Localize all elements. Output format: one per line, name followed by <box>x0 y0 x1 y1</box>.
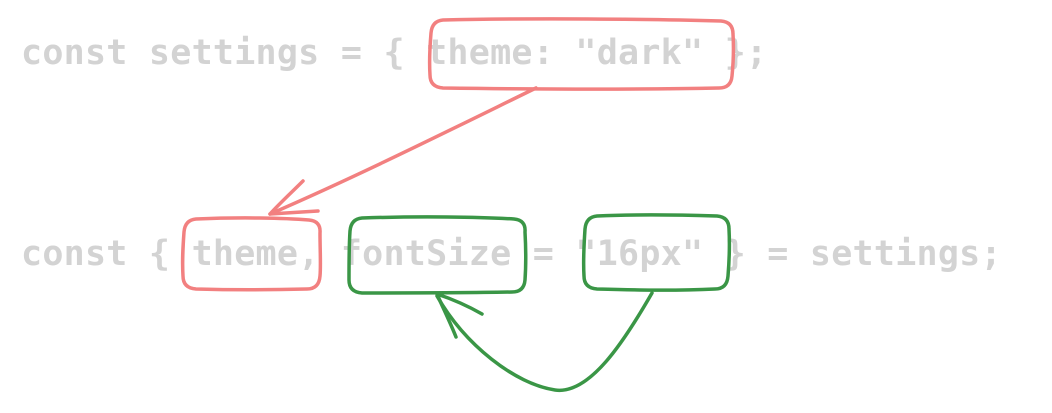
destructuring-declaration: const { theme, fontSize = "16px" } = set… <box>21 234 1002 274</box>
theme-mapping-arrow <box>268 86 538 216</box>
default-value-highlight <box>581 213 732 292</box>
default-arrow-head <box>435 292 484 339</box>
theme-variable-highlight <box>180 216 323 292</box>
settings-object-declaration: const settings = { theme: "dark" }; <box>21 33 768 73</box>
theme-arrow-head <box>268 179 320 216</box>
default-value-arrow <box>435 291 654 392</box>
fontsize-variable-highlight <box>347 215 528 295</box>
theme-property-highlight <box>427 17 736 91</box>
